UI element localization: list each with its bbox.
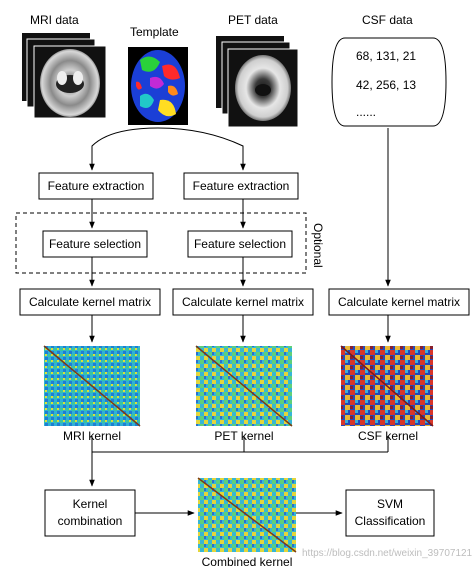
svm-label-1: SVM: [377, 497, 403, 511]
kernel-combination-label-1: Kernel: [73, 497, 108, 511]
csf-row-3: ......: [356, 105, 376, 119]
pet-feature-extraction-label: Feature extraction: [193, 179, 290, 193]
kernel-combination-label-2: combination: [58, 514, 123, 528]
csf-data-label: CSF data: [362, 13, 413, 27]
mri-feature-selection-label: Feature selection: [49, 237, 141, 251]
csf-row-2: 42, 256, 13: [356, 78, 416, 92]
pet-image-stack: [216, 36, 299, 128]
pet-feature-extraction-box: [183, 172, 299, 200]
mri-feature-selection-box: [42, 230, 148, 258]
mri-feature-extraction-box: [38, 172, 154, 200]
csf-data-shape: [331, 37, 447, 127]
pet-data-label: PET data: [228, 13, 278, 27]
pet-kernel-heatmap: [195, 345, 293, 427]
pet-kernel-matrix-label: Calculate kernel matrix: [182, 295, 304, 309]
template-image: [128, 47, 188, 125]
mri-data-label: MRI data: [30, 13, 79, 27]
csf-kernel-matrix-label: Calculate kernel matrix: [338, 295, 460, 309]
mri-kernel-matrix-label: Calculate kernel matrix: [29, 295, 151, 309]
pet-feature-selection-label: Feature selection: [194, 237, 286, 251]
pet-feature-selection-box: [187, 230, 293, 258]
mri-kernel-matrix-box: [19, 288, 161, 316]
svm-label-2: Classification: [355, 514, 426, 528]
mri-kernel-heatmap: [43, 345, 141, 427]
image-merge-connector: [91, 127, 244, 148]
csf-kernel-matrix-box: [328, 288, 470, 316]
svm-classification-box: [345, 489, 435, 537]
pet-kernel-matrix-box: [172, 288, 314, 316]
mri-image-stack: [22, 33, 107, 119]
mri-feature-extraction-label: Feature extraction: [48, 179, 145, 193]
optional-label: Optional: [311, 223, 325, 268]
csf-row-1: 68, 131, 21: [356, 49, 416, 63]
watermark: https://blog.csdn.net/weixin_39707121: [302, 548, 473, 559]
template-label: Template: [130, 25, 179, 39]
combined-kernel-heatmap: [197, 477, 297, 553]
combined-kernel-label: Combined kernel: [202, 555, 293, 569]
csf-kernel-heatmap: [340, 345, 434, 427]
